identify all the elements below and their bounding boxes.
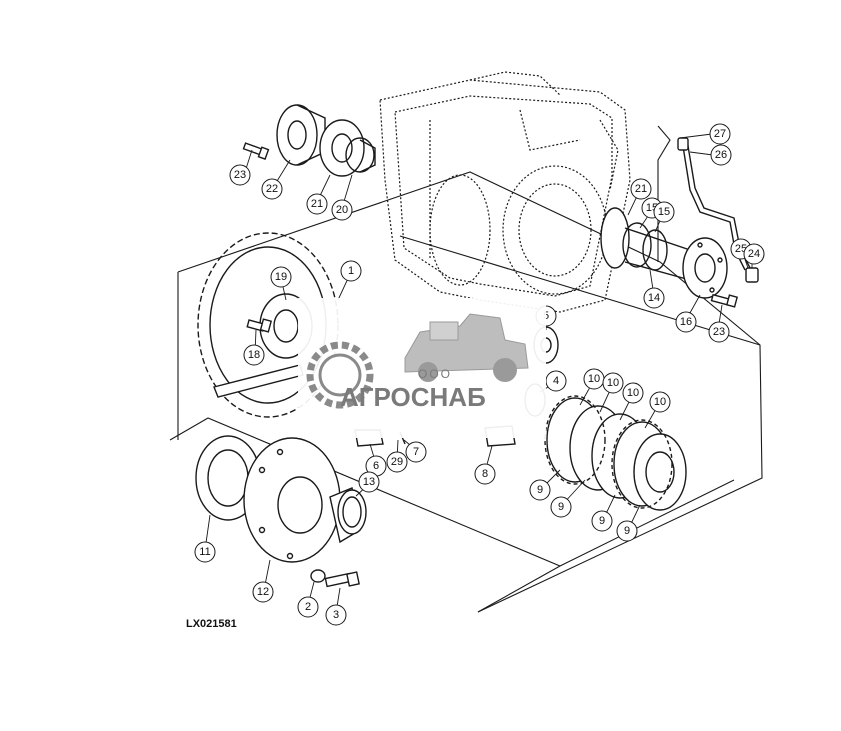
callout: 21	[306, 193, 328, 215]
svg-text:1: 1	[348, 265, 354, 277]
callout: 9	[550, 496, 572, 518]
callout: 29	[386, 451, 408, 473]
bolt-icon	[246, 318, 273, 333]
callout: 24	[743, 243, 765, 265]
svg-text:16: 16	[680, 316, 692, 328]
svg-text:26: 26	[715, 149, 727, 161]
bolt-icon	[324, 571, 360, 588]
callout: 9	[616, 520, 638, 542]
callout: 16	[675, 311, 697, 333]
svg-text:21: 21	[635, 183, 647, 195]
svg-text:3: 3	[333, 609, 339, 621]
svg-text:7: 7	[413, 446, 419, 458]
callout: 23	[229, 164, 251, 186]
svg-text:12: 12	[257, 586, 269, 598]
callout: 15	[653, 201, 675, 223]
svg-text:27: 27	[714, 128, 726, 140]
callout: 8	[474, 463, 496, 485]
callout: 18	[243, 344, 265, 366]
svg-text:10: 10	[627, 387, 639, 399]
transmission-housing	[379, 71, 631, 313]
callout: 10	[602, 372, 624, 394]
svg-text:8: 8	[482, 468, 488, 480]
callout: 20	[331, 199, 353, 221]
svg-text:10: 10	[607, 377, 619, 389]
callout: 7	[405, 441, 427, 463]
svg-text:9: 9	[537, 484, 543, 496]
bolt-icon	[710, 293, 739, 308]
svg-text:19: 19	[275, 271, 287, 283]
svg-text:24: 24	[748, 248, 760, 260]
svg-text:15: 15	[658, 206, 670, 218]
svg-text:9: 9	[558, 501, 564, 513]
bolt-icon	[242, 142, 270, 160]
callout: 9	[591, 510, 613, 532]
svg-text:23: 23	[234, 169, 246, 181]
figure-reference-code: LX021581	[186, 618, 237, 630]
tractor-icon	[404, 313, 529, 382]
svg-text:18: 18	[248, 349, 260, 361]
svg-text:9: 9	[599, 515, 605, 527]
svg-text:ООО: ООО	[418, 367, 452, 381]
callout: 10	[622, 382, 644, 404]
callout: 27	[709, 123, 731, 145]
callout: 3	[325, 604, 347, 626]
svg-text:14: 14	[648, 292, 660, 304]
callout: 13	[358, 471, 380, 493]
callout: 10	[649, 391, 671, 413]
callout: 19	[270, 266, 292, 288]
left-flange-hub-assembly	[242, 104, 376, 177]
callout: 2	[297, 596, 319, 618]
gear-icon	[306, 341, 374, 409]
callout: 10	[583, 368, 605, 390]
svg-text:10: 10	[654, 396, 666, 408]
callout: 22	[261, 178, 283, 200]
svg-text:2: 2	[305, 601, 311, 613]
svg-text:10: 10	[588, 373, 600, 385]
svg-text:20: 20	[336, 204, 348, 216]
assembly-guide-lines	[169, 125, 763, 613]
svg-text:9: 9	[624, 525, 630, 537]
lower-housing-assembly	[195, 435, 367, 588]
callout: 14	[643, 287, 665, 309]
svg-text:29: 29	[391, 456, 403, 468]
callout: 23	[708, 321, 730, 343]
clutch-disc-stack	[544, 395, 687, 511]
callout: 4	[545, 370, 567, 392]
svg-text:АГРОСНАБ: АГРОСНАБ	[340, 382, 486, 412]
svg-text:4: 4	[553, 375, 559, 387]
callout: 1	[340, 260, 362, 282]
svg-text:23: 23	[713, 326, 725, 338]
svg-text:11: 11	[199, 546, 210, 558]
right-bearing-sensor-assembly	[600, 137, 759, 308]
svg-text:21: 21	[311, 198, 323, 210]
callout: 11	[194, 541, 216, 563]
svg-text:22: 22	[266, 183, 278, 195]
callout: 9	[529, 479, 551, 501]
svg-text:13: 13	[363, 476, 375, 488]
svg-text:6: 6	[373, 460, 379, 472]
callout-group: 27 26 23 22 21 20 21 15 15 25 24 14 16 2…	[194, 123, 765, 626]
callout: 26	[710, 144, 732, 166]
callout: 21	[630, 178, 652, 200]
watermark: ООО АГРОСНАБ	[298, 298, 546, 438]
callout: 12	[252, 581, 274, 603]
